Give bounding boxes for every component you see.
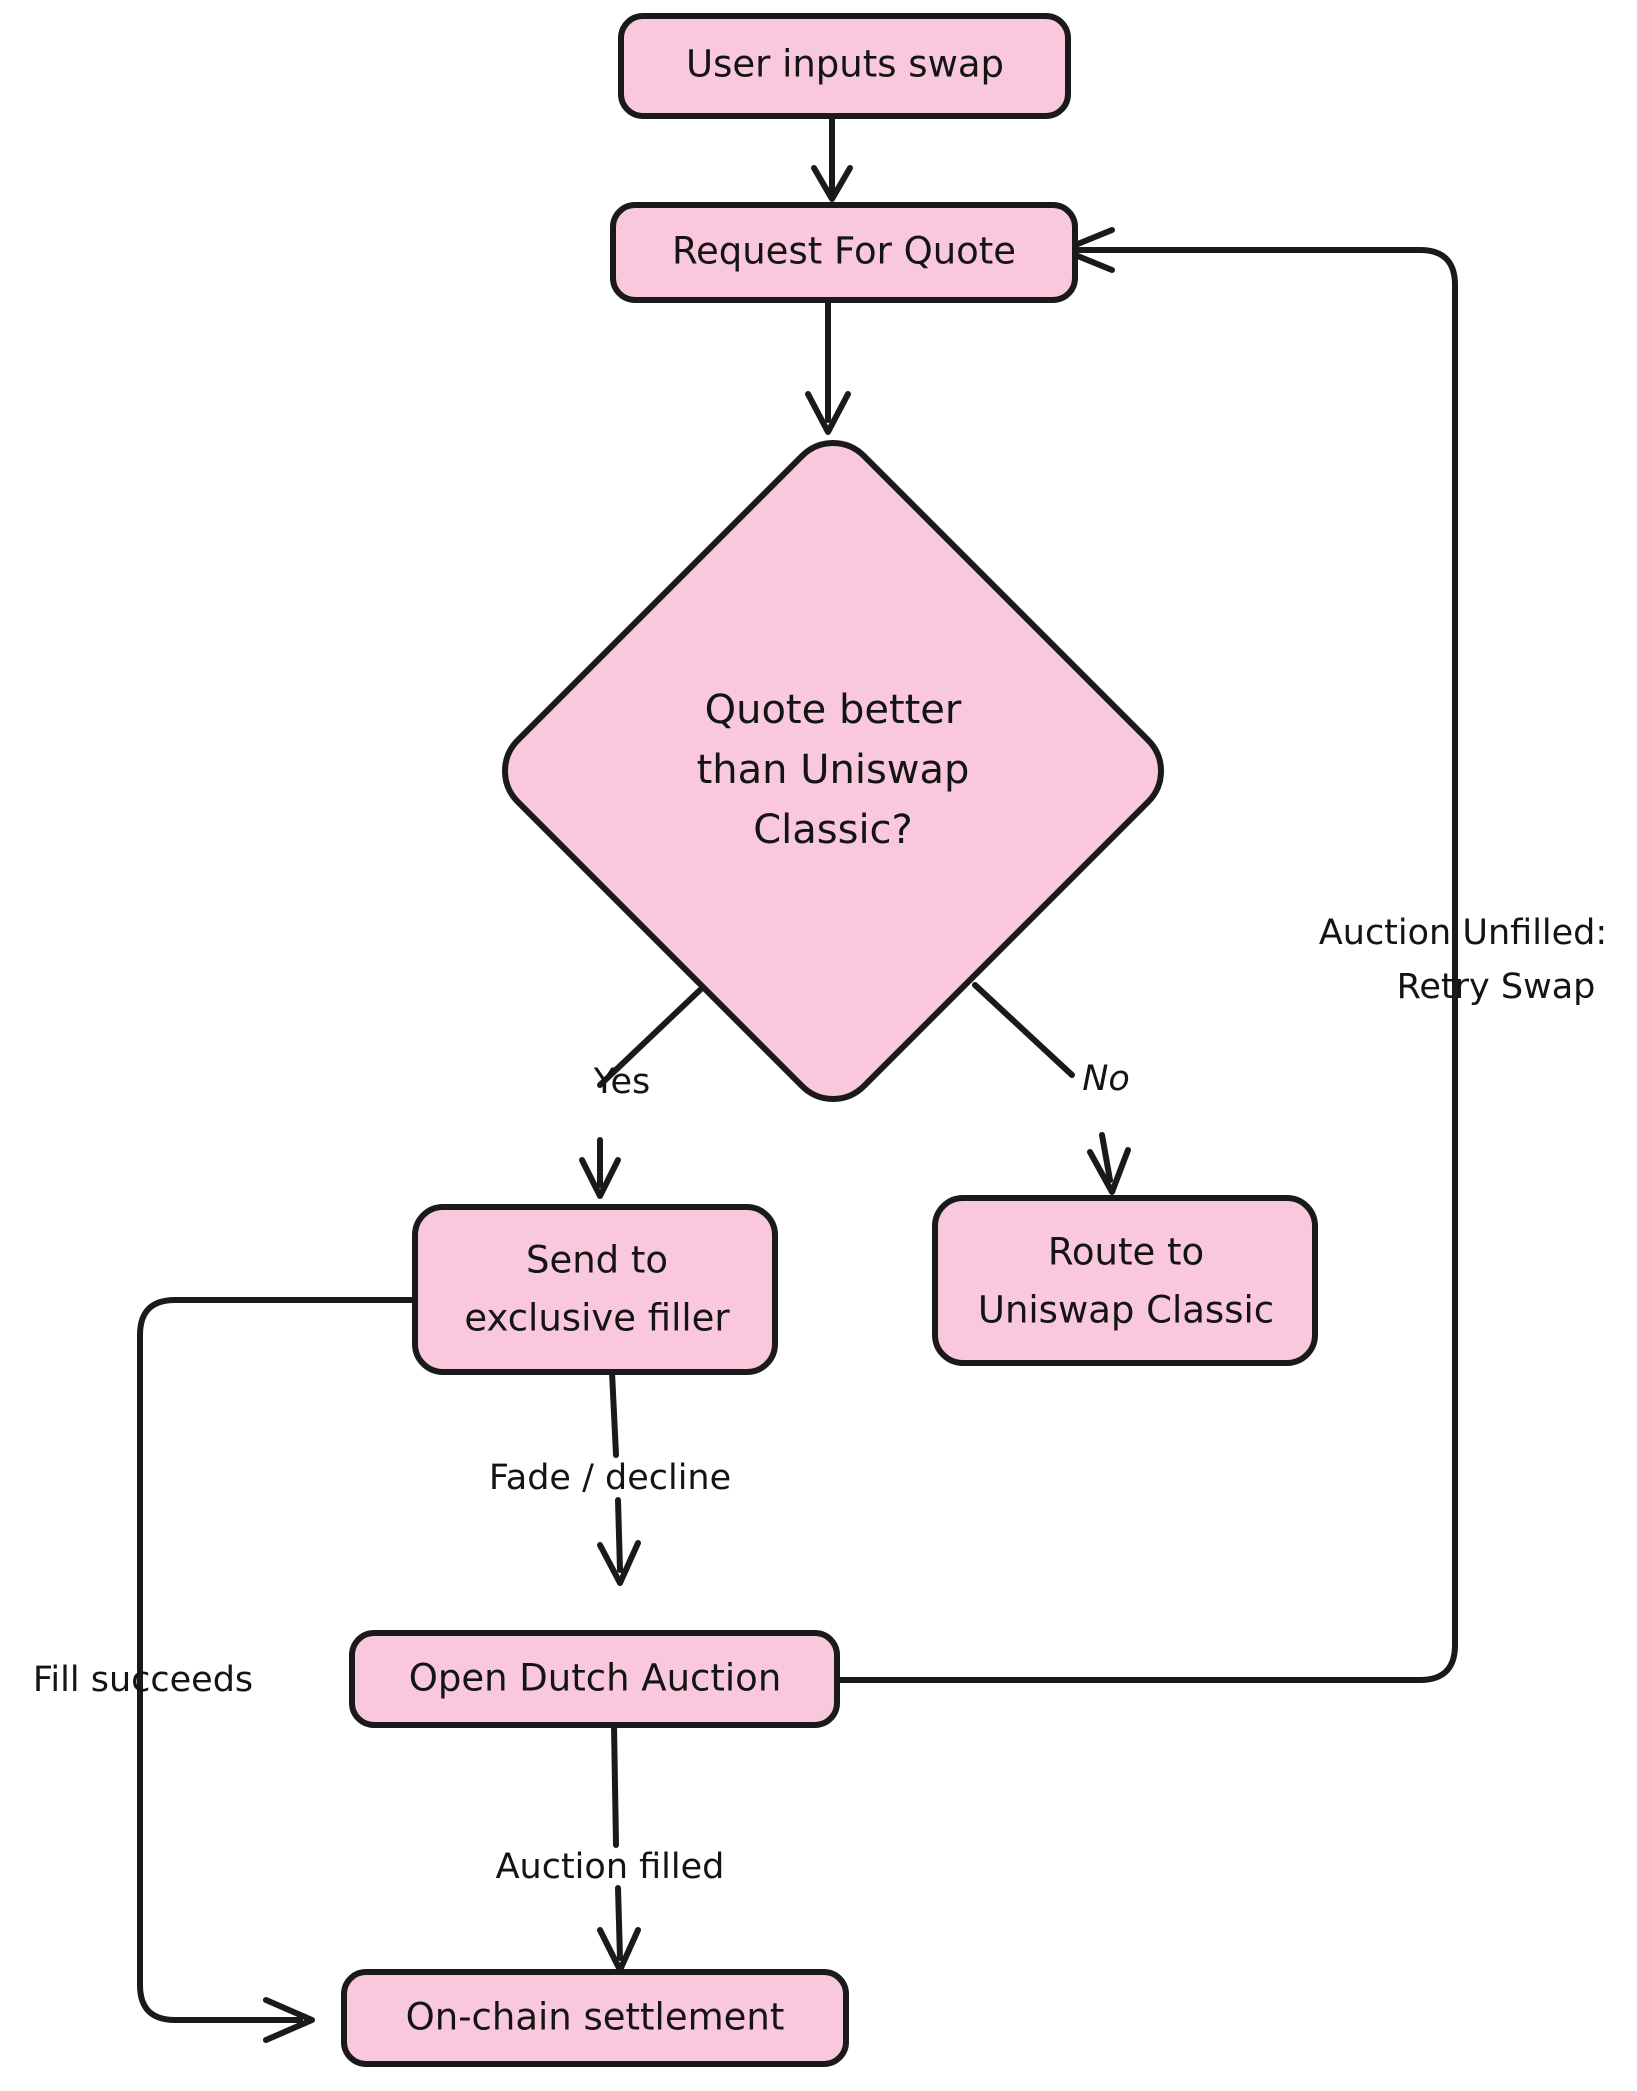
edge-label-fade-decline: Fade / decline [489, 1458, 731, 1498]
arrow-head-icon [597, 1540, 641, 1586]
node-shape-rect [932, 1195, 1318, 1366]
edge-label-auction-unfilled-line-2: Retry Swap [1397, 967, 1596, 1007]
edge-line-upper [611, 1722, 619, 1848]
node-label-request-for-quote: Request For Quote [672, 230, 1016, 273]
edge-label-yes: Yes [593, 1062, 651, 1102]
edge-line-diag [972, 982, 1075, 1078]
edge-decision-no [972, 982, 1131, 1195]
node-label-send-to-filler-line-2: exclusive filler [464, 1297, 730, 1340]
edge-fill-succeeds [137, 1297, 416, 2043]
node-label-route-uniswap-line-1: Route to [1048, 1231, 1204, 1274]
edge-decision-yes [579, 987, 703, 1199]
node-shape-rect [349, 1630, 840, 1728]
edge-label-auction-filled: Auction filled [496, 1847, 725, 1887]
node-label-send-to-filler-line-1: Send to [526, 1239, 668, 1282]
edge-rfq-to-decision [805, 297, 851, 435]
edge-user-inputs-to-rfq [811, 115, 853, 202]
arrow-head-icon [811, 165, 853, 202]
edge-label-no: No [1082, 1059, 1130, 1099]
arrow-head-icon [805, 391, 851, 435]
node-label-route-uniswap-line-2: Uniswap Classic [978, 1289, 1274, 1332]
node-label-decision-line-2: than Uniswap [697, 747, 970, 793]
node-request-for-quote[interactable]: Request For Quote [610, 202, 1078, 303]
edge-line [137, 1297, 416, 2023]
node-shape-rect [412, 1204, 778, 1375]
arrow-head-icon [263, 1997, 315, 2043]
edge-line [833, 247, 1458, 1683]
arrow-head-icon [579, 1157, 621, 1199]
node-label-open-dutch-auction: Open Dutch Auction [409, 1657, 782, 1700]
edge-line-lower [615, 1885, 623, 1961]
edge-line-vert [1099, 1132, 1113, 1183]
edge-label-auction-unfilled-line-1: Auction Unfilled: [1319, 913, 1607, 953]
node-open-dutch-auction[interactable]: Open Dutch Auction [349, 1630, 840, 1728]
node-shape-rect [341, 1969, 849, 2067]
edge-fade-decline [597, 1369, 641, 1586]
node-quote-better-decision[interactable]: Quote better than Uniswap Classic? [502, 440, 1164, 1102]
edge-line-diag [597, 987, 703, 1088]
node-label-on-chain-settlement: On-chain settlement [406, 1996, 785, 2039]
edge-line-upper [609, 1369, 619, 1458]
arrow-head-icon [1087, 1147, 1131, 1195]
edge-line-lower [615, 1497, 623, 1573]
node-on-chain-settlement[interactable]: On-chain settlement [341, 1969, 849, 2067]
node-label-decision-line-1: Quote better [705, 687, 962, 733]
node-label-decision-line-3: Classic? [753, 807, 913, 853]
node-shape-rect [610, 202, 1078, 303]
node-send-to-exclusive-filler[interactable]: Send to exclusive filler [412, 1204, 778, 1375]
node-route-to-uniswap-classic[interactable]: Route to Uniswap Classic [932, 1195, 1318, 1366]
node-user-inputs-swap[interactable]: User inputs swap [618, 13, 1071, 119]
node-label-user-inputs-swap: User inputs swap [686, 43, 1004, 86]
node-shape-rect [618, 13, 1071, 119]
edge-label-fill-succeeds: Fill succeeds [33, 1660, 253, 1700]
node-shape-diamond [502, 440, 1164, 1102]
